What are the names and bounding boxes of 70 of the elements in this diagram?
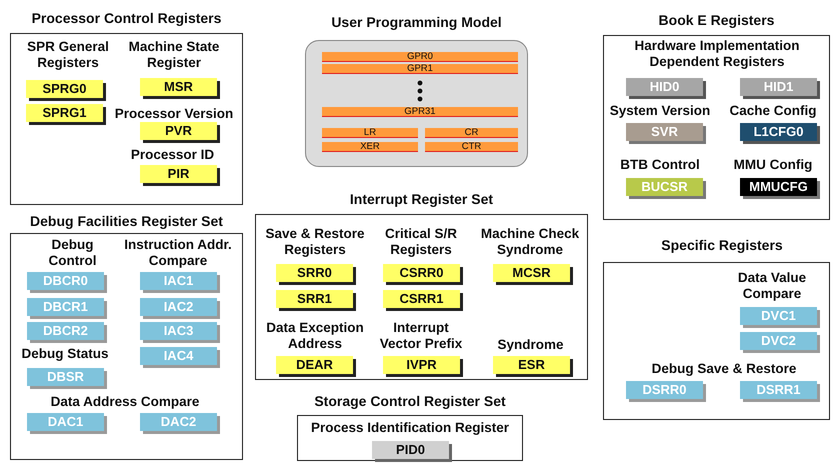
group-label: Instruction Addr. Compare bbox=[123, 237, 233, 269]
register-bar: GPR1 bbox=[322, 64, 518, 74]
panel-heading: Interrupt Register Set bbox=[348, 191, 494, 208]
register-chip: MMUCFG bbox=[740, 178, 817, 196]
register-bar: CTR bbox=[425, 142, 518, 152]
group-label: Syndrome bbox=[496, 337, 565, 353]
register-chip: DAC1 bbox=[27, 413, 104, 431]
register-chip: L1CFG0 bbox=[740, 123, 817, 141]
group-label: Data Exception Address bbox=[265, 320, 365, 352]
group-label: Debug Save & Restore bbox=[650, 361, 798, 377]
group-label: Cache Config bbox=[728, 103, 818, 119]
panel-heading: Processor Control Registers bbox=[30, 10, 222, 27]
group-label: System Version bbox=[608, 103, 712, 119]
register-chip: CSRR0 bbox=[383, 264, 460, 282]
panel-heading: Debug Facilities Register Set bbox=[29, 213, 224, 230]
register-chip: HID0 bbox=[626, 78, 703, 96]
register-chip: SRR0 bbox=[276, 264, 353, 282]
register-chip: ESR bbox=[493, 356, 570, 374]
register-chip: DBCR0 bbox=[27, 272, 104, 290]
register-chip: IAC1 bbox=[140, 272, 217, 290]
group-label: Machine Check Syndrome bbox=[480, 226, 580, 258]
register-chip: DEAR bbox=[276, 356, 353, 374]
panel-heading: User Programming Model bbox=[330, 14, 503, 31]
register-chip: IVPR bbox=[383, 356, 460, 374]
group-label: Critical S/R Registers bbox=[384, 226, 458, 258]
register-chip: IAC3 bbox=[140, 322, 217, 340]
register-bar: CR bbox=[425, 128, 518, 138]
register-chip: DSRR0 bbox=[626, 381, 703, 399]
register-chip: SVR bbox=[626, 123, 703, 141]
register-chip: DVC1 bbox=[740, 307, 817, 325]
register-chip: HID1 bbox=[740, 78, 817, 96]
group-label: Data Address Compare bbox=[50, 394, 200, 410]
register-chip: MSR bbox=[140, 78, 217, 96]
register-chip: SPRG1 bbox=[26, 104, 103, 122]
group-label: Processor ID bbox=[130, 147, 216, 163]
panel-heading: Storage Control Register Set bbox=[313, 393, 507, 410]
register-chip: IAC2 bbox=[140, 298, 217, 316]
register-chip: SRR1 bbox=[276, 290, 353, 308]
group-label: Debug Control bbox=[48, 237, 98, 269]
register-chip: DAC2 bbox=[140, 413, 217, 431]
group-label: Hardware Implementation Dependent Registers bbox=[633, 38, 801, 70]
group-label: Interrupt Vector Prefix bbox=[378, 320, 464, 352]
register-chip: PIR bbox=[140, 165, 217, 183]
register-chip: CSRR1 bbox=[383, 290, 460, 308]
register-chip: MCSR bbox=[493, 264, 570, 282]
register-bar: GPR0 bbox=[322, 52, 518, 62]
register-chip: DVC2 bbox=[740, 332, 817, 350]
group-label: Debug Status bbox=[20, 346, 110, 362]
register-chip: DBCR1 bbox=[27, 298, 104, 316]
register-chip: DBSR bbox=[27, 368, 104, 386]
register-chip: BUCSR bbox=[626, 178, 703, 196]
group-label: Machine State Register bbox=[128, 39, 220, 71]
group-label: Process Identification Register bbox=[310, 420, 510, 436]
group-label: Data Value Compare bbox=[736, 270, 808, 302]
group-label: Processor Version bbox=[114, 106, 234, 122]
group-label: Save & Restore Registers bbox=[264, 226, 366, 258]
register-chip: PID0 bbox=[372, 441, 449, 459]
register-chip: PVR bbox=[140, 122, 217, 140]
register-bar: LR bbox=[322, 128, 418, 138]
register-chip: DSRR1 bbox=[740, 381, 817, 399]
register-bar: GPR31 bbox=[322, 107, 518, 117]
group-label: MMU Config bbox=[732, 157, 814, 173]
panel-heading: Book E Registers bbox=[658, 12, 776, 29]
register-bar: XER bbox=[322, 142, 418, 152]
register-chip: IAC4 bbox=[140, 347, 217, 365]
panel-heading: Specific Registers bbox=[660, 237, 784, 254]
register-chip: SPRG0 bbox=[26, 80, 103, 98]
register-chip: DBCR2 bbox=[27, 322, 104, 340]
group-label: BTB Control bbox=[619, 157, 701, 173]
group-label: SPR General Registers bbox=[26, 39, 110, 71]
